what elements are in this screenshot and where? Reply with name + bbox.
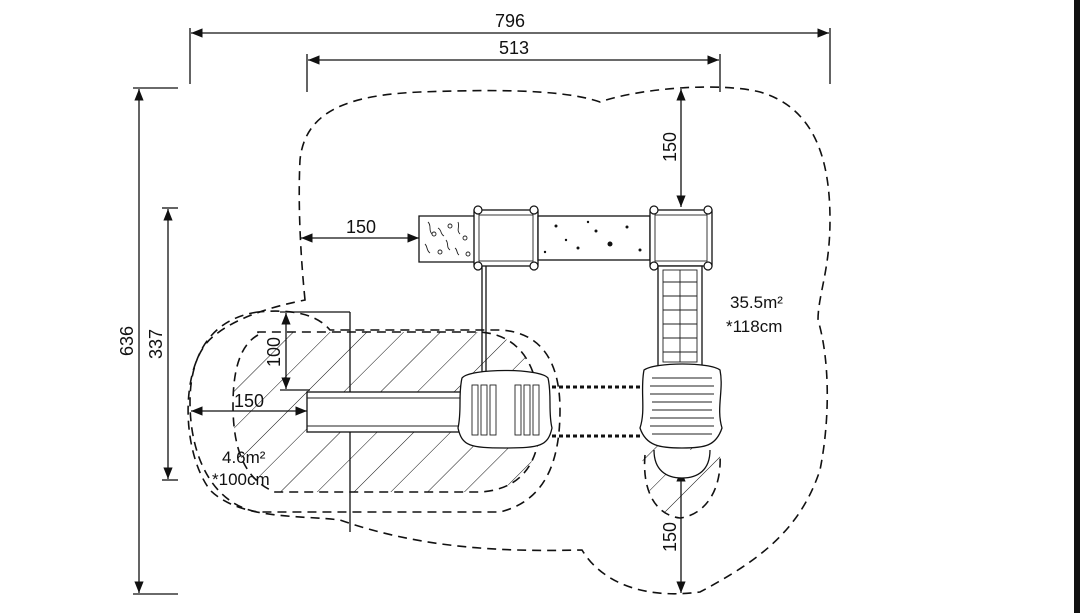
dim-bottom-clearance: 150 bbox=[660, 470, 686, 593]
dim-zone-height-label: 337 bbox=[146, 329, 166, 359]
tower-deck-right bbox=[649, 205, 713, 271]
right-edge-border bbox=[1074, 0, 1080, 613]
dim-slide-left-clearance-label: 150 bbox=[234, 391, 264, 411]
dim-top-clearance-label: 150 bbox=[660, 132, 680, 162]
tower-deck-left bbox=[473, 205, 539, 271]
support-pole bbox=[481, 266, 487, 372]
dim-slide-left-clearance: 150 bbox=[191, 391, 307, 416]
dim-overall-height: 636 bbox=[117, 87, 178, 595]
bridge-panel bbox=[537, 215, 651, 261]
dim-inner-width-label: 513 bbox=[499, 38, 529, 58]
slide-area-label: 4.6m² bbox=[222, 448, 266, 467]
dim-left-clearance-label: 150 bbox=[346, 217, 376, 237]
slide-chute bbox=[306, 391, 468, 433]
slide-inner-zone bbox=[189, 310, 561, 513]
main-fall-height-label: *118cm bbox=[726, 317, 782, 336]
climbing-wall-panel bbox=[418, 215, 479, 263]
dim-left-clearance: 150 bbox=[301, 217, 419, 243]
round-seat bbox=[653, 449, 711, 479]
dim-zone-height: 337 bbox=[146, 207, 178, 481]
dim-overall-width-label: 796 bbox=[495, 11, 525, 31]
rope-bridge bbox=[552, 385, 640, 438]
dim-slide-side-clearance-label: 100 bbox=[264, 337, 284, 367]
dim-bottom-clearance-label: 150 bbox=[660, 522, 680, 552]
climbing-net bbox=[657, 265, 703, 367]
dim-top-clearance: 150 bbox=[660, 89, 686, 207]
slide-fall-height-label: *100cm bbox=[212, 470, 270, 489]
dim-overall-width: 796 bbox=[189, 11, 831, 84]
dim-overall-height-label: 636 bbox=[117, 326, 137, 356]
main-area-label: 35.5m² bbox=[730, 293, 783, 312]
step-platform-left bbox=[457, 369, 553, 449]
main-safety-zone bbox=[187, 86, 831, 595]
dim-inner-width: 513 bbox=[306, 38, 721, 92]
step-platform-right bbox=[639, 363, 723, 449]
